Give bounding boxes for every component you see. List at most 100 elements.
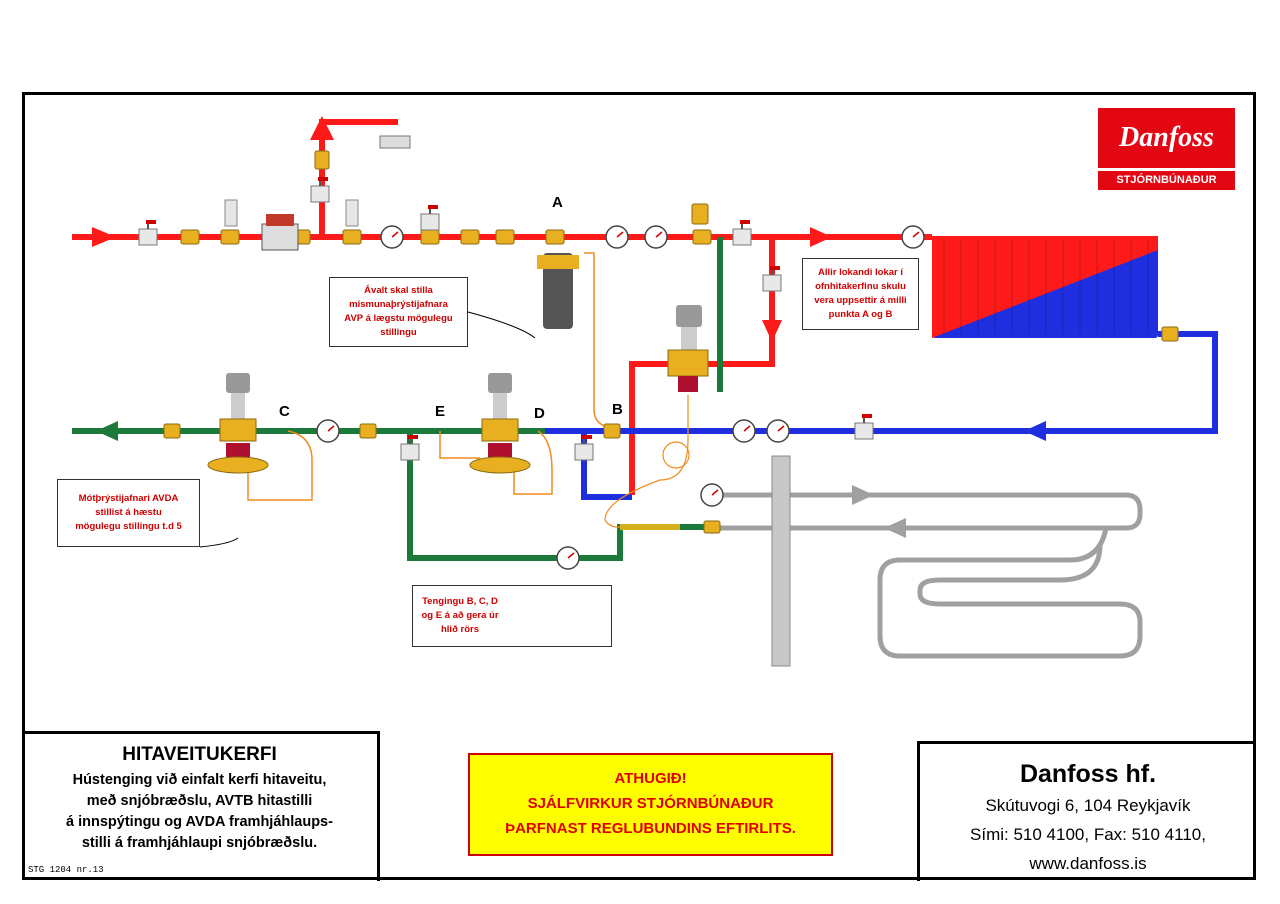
warning-line: ÞARFNAST REGLUBUNDINS EFTIRLITS. — [505, 820, 796, 837]
avp-leader — [467, 311, 536, 339]
radiator-fitting — [1161, 326, 1179, 342]
injection-arrow — [762, 320, 782, 342]
company-web: www.danfoss.is — [1029, 854, 1147, 873]
warning-line: SJÁLFVIRKUR STJÓRNBÚNAÐUR — [527, 795, 774, 812]
globe-valve-lever — [428, 205, 438, 209]
supply-fitting — [692, 229, 712, 245]
tap-fitting — [314, 150, 330, 170]
ball-valve-lever — [318, 177, 328, 181]
avda-stem — [231, 393, 245, 419]
bypass-gauge-needle — [567, 552, 575, 559]
radiator-note-line: Allir lokandi lokar í — [818, 267, 903, 278]
description-line: Hústenging við einfalt kerfi hitaveitu, — [72, 772, 327, 788]
return-gauge-needle — [777, 425, 785, 432]
supply-fitting — [342, 229, 362, 245]
avtb-sensor-head — [678, 376, 698, 392]
outlet-arrow — [96, 421, 118, 441]
air-vent — [691, 203, 709, 225]
snowmelt-coil — [877, 527, 1143, 659]
avda-handle — [488, 373, 512, 393]
supply-fitting — [220, 229, 240, 245]
point-a-label: A — [552, 194, 563, 211]
avda-note-line: mögulegu stillingu t.d 5 — [75, 521, 182, 532]
point-b-label: B — [612, 401, 623, 418]
radiator-note-line: vera uppsettir á milli — [814, 295, 907, 306]
outlet-gauge-needle — [327, 425, 335, 432]
company-phone: Sími: 510 4100, Fax: 510 4110, — [970, 825, 1206, 844]
snowmelt-supply-arrow — [852, 485, 874, 505]
danfoss-logo: Danfoss STJÓRNBÚNAÐUR — [1098, 108, 1235, 190]
injection-valve-lever — [770, 266, 780, 270]
heat-meter-display — [266, 214, 294, 226]
pressure-gauge-needle — [391, 231, 399, 238]
avda-note-line: stillist á hæstu — [95, 507, 162, 518]
description-line: með snjóbræðslu, AVTB hitastilli — [86, 793, 313, 809]
avp-note-line: mismunaþrýstijafnara — [349, 299, 448, 310]
supply-fitting — [180, 229, 200, 245]
radiator-note-line: punkta A og B — [828, 309, 893, 320]
snowmelt-fitting — [703, 520, 721, 534]
heat-meter — [261, 223, 299, 251]
radiator-hot-zone — [932, 236, 1158, 338]
avda-note: Mótþrýstijafnari AVDA stillist á hæstu m… — [57, 479, 200, 547]
avp-note-line: stillingu — [380, 327, 417, 338]
logo-wordmark: Danfoss — [1098, 108, 1235, 168]
pressure-gauge-needle — [616, 231, 624, 238]
avp-controller — [543, 253, 573, 329]
radiator-note: Allir lokandi lokar í ofnhitakerfinu sku… — [802, 258, 919, 330]
water-tap — [379, 135, 411, 149]
avda-stem — [493, 393, 507, 419]
return-fitting — [603, 423, 621, 439]
avp-body — [537, 255, 579, 269]
ball-valve-lever — [740, 220, 750, 224]
point-c-label: C — [279, 403, 290, 420]
outlet-valve-lever — [408, 435, 418, 439]
supply-inlet-arrow — [92, 227, 116, 247]
avp-note-line: AVP á lægstu mögulegu — [344, 313, 453, 324]
drawing-description: Hústenging við einfalt kerfi hitaveitu, … — [22, 770, 377, 854]
return-gauge-needle — [743, 425, 751, 432]
warning-line: ATHUGIÐ! — [614, 770, 687, 787]
supply-fitting — [460, 229, 480, 245]
avda-diaphragm — [207, 456, 269, 474]
strainer-cap — [224, 199, 238, 227]
snowmelt-gauge-needle — [711, 489, 719, 496]
return-valve-lever — [862, 414, 872, 418]
avda-leader — [199, 537, 239, 548]
ball-valve-lever — [146, 220, 156, 224]
outlet-fitting — [163, 423, 181, 439]
avda-bonnet — [226, 443, 250, 457]
warning-box: ATHUGIÐ! SJÁLFVIRKUR STJÓRNBÚNAÐUR ÞARFN… — [468, 753, 833, 856]
avda-c-impulse-line — [247, 430, 313, 501]
drawing-code: STG 1204 nr.13 — [28, 865, 104, 875]
radiator-note-line: ofnhitakerfinu skulu — [815, 281, 906, 292]
point-e-label: E — [435, 403, 446, 420]
snowmelt-outer — [712, 492, 1143, 531]
description-line: á innspýtingu og AVDA framhjáhlaups- — [66, 814, 333, 830]
sensor-pocket — [620, 524, 680, 530]
supply-fitting — [545, 229, 565, 245]
avp-note-line: Ávalt skal stilla — [364, 285, 433, 296]
return-valve-lever — [582, 435, 592, 439]
avda-bonnet — [488, 443, 512, 457]
avtb-stem — [681, 327, 697, 351]
return-pipe — [545, 331, 1218, 434]
concrete-wall — [771, 455, 791, 667]
supply-fitting — [495, 229, 515, 245]
tapping-note-line: og E á að gera úr — [421, 610, 499, 621]
thermometer-needle — [912, 231, 920, 238]
return-arrow — [1024, 421, 1046, 441]
logo-subtitle: STJÓRNBÚNAÐUR — [1098, 171, 1235, 190]
strainer-cap — [345, 199, 359, 227]
outlet-fitting — [359, 423, 377, 439]
hot-tap-arrow — [310, 116, 334, 140]
company-block: Danfoss hf. Skútuvogi 6, 104 Reykjavík S… — [917, 741, 1256, 881]
description-line: stilli á framhjáhlaupi snjóbræðslu. — [81, 835, 318, 851]
avda-body — [481, 418, 519, 442]
avda-handle — [226, 373, 250, 393]
snowmelt-return-arrow — [884, 518, 906, 538]
avp-note: Ávalt skal stilla mismunaþrýstijafnara A… — [329, 277, 468, 347]
tapping-note-line: Tengingu B, C, D — [422, 596, 498, 607]
capillary-coil — [662, 441, 690, 469]
